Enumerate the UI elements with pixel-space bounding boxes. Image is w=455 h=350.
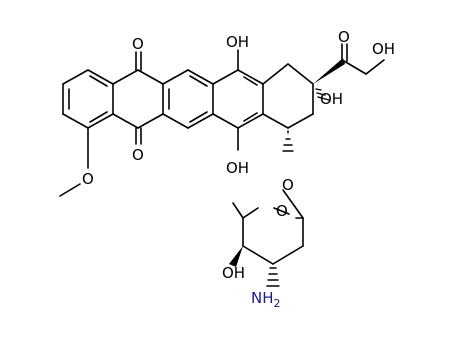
amine-subscript: 2 <box>274 297 281 310</box>
atom-labels: O O OH OH O OH OH O O O OH NH2 <box>82 28 395 310</box>
sugar-hydroxyl-label: OH <box>222 264 245 282</box>
ring-b <box>112 51 164 145</box>
tertiary-hydroxyl-label: OH <box>320 90 343 108</box>
ketone-bottom-oxygen-label: O <box>132 146 144 164</box>
phenol-top-hydroxyl-label: OH <box>226 33 249 51</box>
ketone-top-oxygen-label: O <box>132 35 144 53</box>
side-chain <box>313 43 385 101</box>
ring-a <box>62 69 114 129</box>
phenol-bottom-hydroxyl-label: OH <box>226 159 249 177</box>
ring-c <box>162 69 214 129</box>
glycosidic-bond <box>282 130 304 219</box>
ring-d <box>212 49 264 151</box>
amine-text: NH <box>251 289 274 307</box>
methoxy-oxygen-label: O <box>82 170 94 188</box>
side-ketone-oxygen-label: O <box>338 28 350 46</box>
glycoside-oxygen-label: O <box>282 176 294 194</box>
ring-e <box>262 63 314 129</box>
sugar-ring <box>229 202 304 287</box>
methoxy-group <box>59 127 89 197</box>
side-hydroxyl-label: OH <box>372 40 395 58</box>
ring-oxygen-label: O <box>276 202 288 220</box>
amine-label: NH2 <box>251 289 281 310</box>
